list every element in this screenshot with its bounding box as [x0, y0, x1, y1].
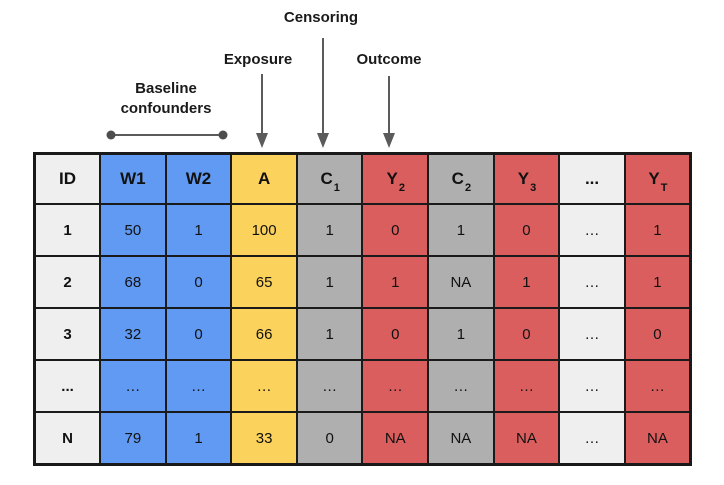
- column-header-dots: ...: [558, 152, 626, 205]
- cell-2-dots: …: [558, 255, 626, 309]
- cell-dots-c2: …: [427, 359, 495, 413]
- cell-dots-y2: …: [361, 359, 430, 413]
- cell-N-id: N: [33, 411, 102, 466]
- cell-1-yt: 1: [623, 203, 692, 257]
- exposure-arrow: [256, 74, 268, 148]
- cell-1-y3: 0: [492, 203, 561, 257]
- cell-dots-dots: …: [558, 359, 626, 413]
- column-header-c1: C1: [295, 152, 364, 205]
- cell-N-c2: NA: [427, 411, 495, 466]
- cell-1-id: 1: [33, 203, 102, 257]
- cell-N-dots: …: [558, 411, 626, 466]
- cell-N-y2: NA: [361, 411, 430, 466]
- cell-2-y3: 1: [492, 255, 561, 309]
- cell-2-yt: 1: [623, 255, 692, 309]
- cell-dots-c1: …: [295, 359, 364, 413]
- cell-1-dots: …: [558, 203, 626, 257]
- cell-dots-id: ...: [33, 359, 102, 413]
- cell-2-w1: 68: [99, 255, 167, 309]
- cell-3-c2: 1: [427, 307, 495, 361]
- baseline-confounders-label: Baseline confounders: [120, 80, 212, 118]
- baseline-confounders-bracket: [106, 130, 228, 140]
- column-header-a: A: [230, 152, 298, 205]
- exposure-label: Exposure: [223, 51, 293, 68]
- table-row-dots: ...………………………: [33, 359, 692, 413]
- column-header-w1: W1: [99, 152, 167, 205]
- cell-N-w2: 1: [164, 411, 233, 466]
- cell-N-a: 33: [230, 411, 298, 466]
- column-header-w2: W2: [164, 152, 233, 205]
- cell-3-id: 3: [33, 307, 102, 361]
- cell-2-y2: 1: [361, 255, 430, 309]
- cell-3-w1: 32: [99, 307, 167, 361]
- column-header-y2: Y2: [361, 152, 430, 205]
- cell-3-a: 66: [230, 307, 298, 361]
- cell-dots-w1: …: [99, 359, 167, 413]
- cell-dots-y3: …: [492, 359, 561, 413]
- cell-2-a: 65: [230, 255, 298, 309]
- cell-1-w1: 50: [99, 203, 167, 257]
- cell-N-c1: 0: [295, 411, 364, 466]
- cell-1-y2: 0: [361, 203, 430, 257]
- cell-1-a: 100: [230, 203, 298, 257]
- cell-3-yt: 0: [623, 307, 692, 361]
- cell-2-c1: 1: [295, 255, 364, 309]
- cell-3-dots: …: [558, 307, 626, 361]
- outcome-arrow: [383, 76, 395, 148]
- column-header-c2: C2: [427, 152, 495, 205]
- column-header-y3: Y3: [492, 152, 561, 205]
- cell-3-y3: 0: [492, 307, 561, 361]
- cell-dots-a: …: [230, 359, 298, 413]
- censoring-arrow: [317, 38, 329, 148]
- cell-N-w1: 79: [99, 411, 167, 466]
- cell-dots-yt: …: [623, 359, 692, 413]
- cell-1-c2: 1: [427, 203, 495, 257]
- cell-N-yt: NA: [623, 411, 692, 466]
- outcome-label: Outcome: [356, 51, 422, 68]
- cell-2-w2: 0: [164, 255, 233, 309]
- column-header-id: ID: [33, 152, 102, 205]
- cell-3-y2: 0: [361, 307, 430, 361]
- cell-N-y3: NA: [492, 411, 561, 466]
- cell-dots-w2: …: [164, 359, 233, 413]
- cell-2-id: 2: [33, 255, 102, 309]
- column-header-yt: YT: [623, 152, 692, 205]
- censoring-label: Censoring: [283, 9, 359, 26]
- cell-3-w2: 0: [164, 307, 233, 361]
- cell-3-c1: 1: [295, 307, 364, 361]
- cell-2-c2: NA: [427, 255, 495, 309]
- cell-1-w2: 1: [164, 203, 233, 257]
- cell-1-c1: 1: [295, 203, 364, 257]
